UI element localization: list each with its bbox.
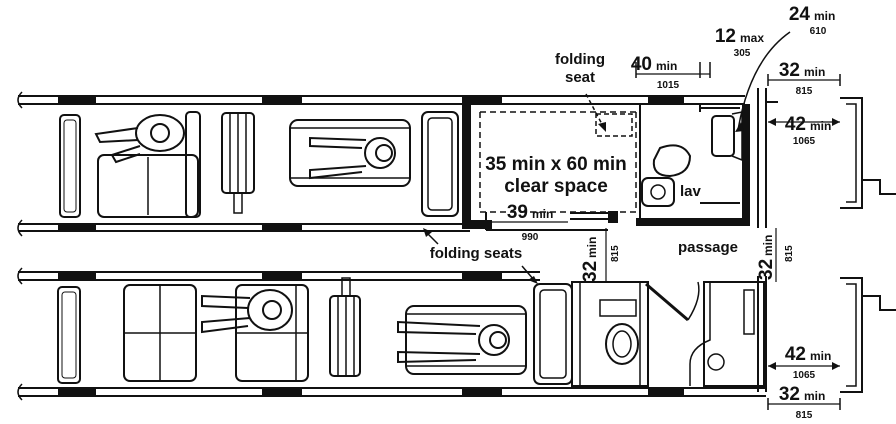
upper-lavatory-compartment xyxy=(462,104,750,231)
dim-40-metric: 1015 xyxy=(657,80,680,91)
upper-person-seated-icon xyxy=(94,114,185,164)
dim-12-unit: max xyxy=(740,31,764,45)
folding-seat-label-line2: seat xyxy=(565,69,595,86)
clear-space-label-line2: clear space xyxy=(504,176,608,197)
upper-folded-wheelchair-icon xyxy=(221,112,255,214)
lower-car-end-door xyxy=(757,276,896,393)
text-labels: folding seat 35 min x 60 min clear space… xyxy=(430,4,836,421)
dim-42-top-unit: min xyxy=(810,119,831,133)
dim-24-metric: 610 xyxy=(810,26,827,37)
upper-folding-seat xyxy=(421,111,459,217)
lower-lavatory-compartment xyxy=(571,281,765,387)
dim-32-top-metric: 815 xyxy=(796,86,813,97)
lav-label: lav xyxy=(680,183,702,200)
upper-car-end-door xyxy=(757,88,896,228)
upper-car-walls xyxy=(17,91,745,237)
dim-32-right-value: 32 xyxy=(756,259,777,280)
passage-label: passage xyxy=(678,239,738,256)
lower-seat-pair xyxy=(123,284,309,382)
folding-seat-label-line1: folding xyxy=(555,51,605,68)
dim-42-top-metric: 1065 xyxy=(793,136,816,147)
dim-32-bottom-metric: 815 xyxy=(796,410,813,421)
dimension-lines xyxy=(423,31,841,410)
folding-seats-label: folding seats xyxy=(430,245,523,262)
dim-32-top-unit: min xyxy=(804,65,825,79)
lower-folding-seat xyxy=(533,283,573,385)
dim-32-mid-unit: min xyxy=(585,237,599,258)
dim-42-bottom-metric: 1065 xyxy=(793,370,816,381)
lower-folded-wheelchair-icon xyxy=(329,277,361,377)
dim-42-bottom-value: 42 xyxy=(785,344,806,365)
upper-wheelchair-user-icon xyxy=(289,119,411,187)
lower-wheelchair-user-icon xyxy=(397,305,527,375)
dim-32-mid-value: 32 xyxy=(580,261,601,282)
dim-39-unit: min xyxy=(532,207,553,221)
dim-32-right-metric: 815 xyxy=(784,245,795,262)
dim-40-unit: min xyxy=(656,59,677,73)
dim-39-metric: 990 xyxy=(522,232,539,243)
lower-car-walls xyxy=(17,267,766,401)
upper-seat-pair xyxy=(97,111,201,218)
dim-12-value: 12 xyxy=(715,26,736,47)
dim-32-bottom-unit: min xyxy=(804,389,825,403)
dim-32-bottom-value: 32 xyxy=(779,384,800,405)
lower-person-seated-icon xyxy=(201,289,293,334)
dim-40-value: 40 xyxy=(631,54,652,75)
clear-space-label-line1: 35 min x 60 min xyxy=(485,154,627,175)
dim-39-value: 39 xyxy=(507,202,528,223)
dim-24-unit: min xyxy=(814,9,835,23)
upper-seat-row-1 xyxy=(59,114,81,218)
lower-seat-row-1 xyxy=(57,286,81,384)
dim-12-metric: 305 xyxy=(734,48,751,59)
dim-24-value: 24 xyxy=(789,4,811,25)
dim-32-mid-metric: 815 xyxy=(610,245,621,262)
dim-42-top-value: 42 xyxy=(785,114,806,135)
dim-32-right-unit: min xyxy=(761,235,775,256)
dim-42-bottom-unit: min xyxy=(810,349,831,363)
dim-32-top-value: 32 xyxy=(779,60,800,81)
